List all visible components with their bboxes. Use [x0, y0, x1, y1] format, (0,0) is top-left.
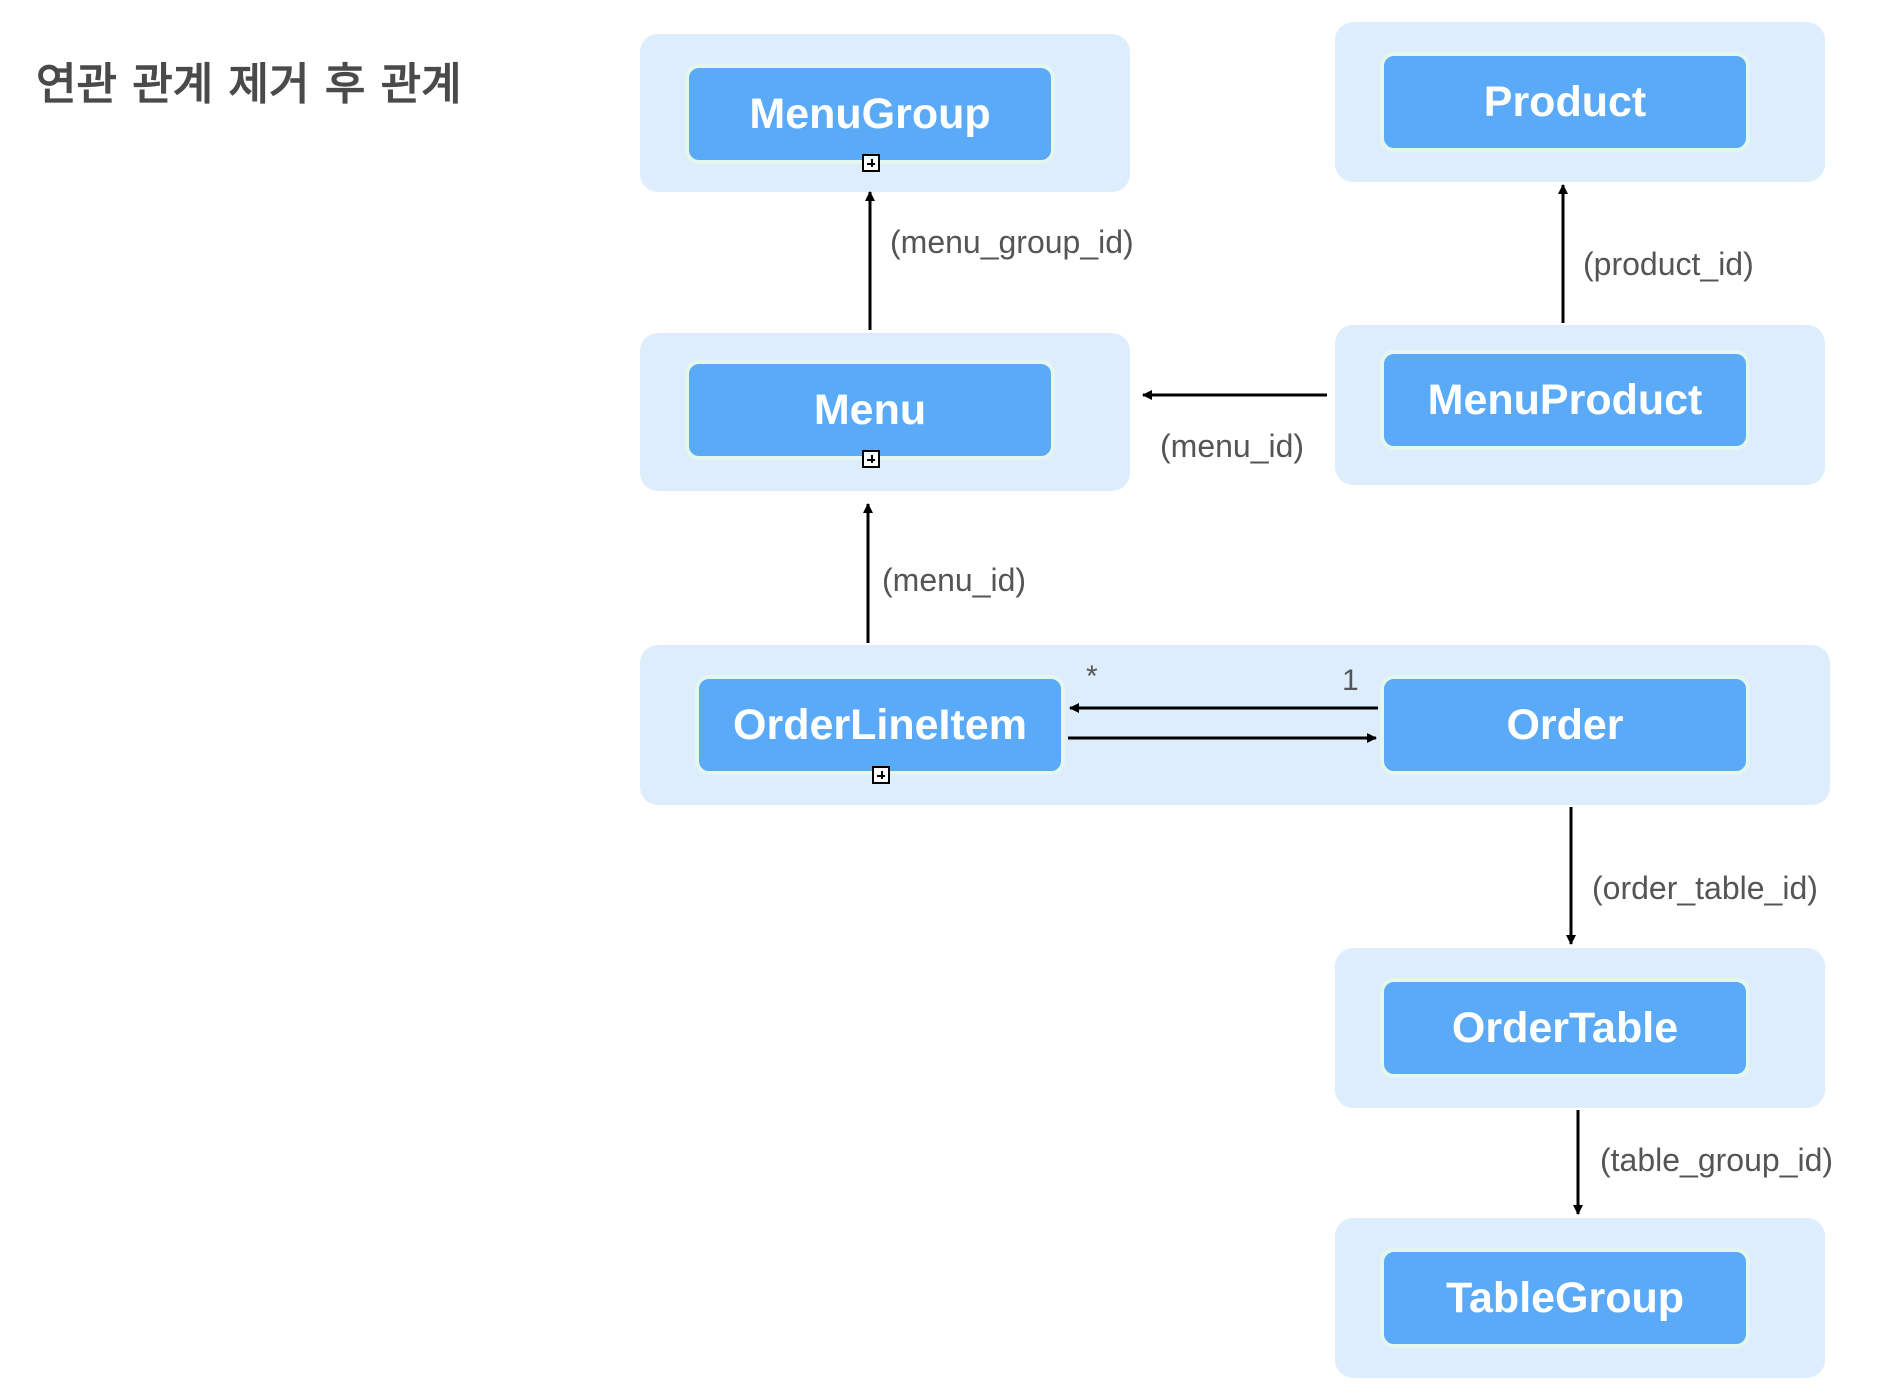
order-line-item-expand-icon[interactable]: [872, 766, 890, 784]
multiplicity-one: 1: [1342, 664, 1359, 697]
entity-order[interactable]: Order: [1380, 675, 1750, 775]
entity-order-line-item[interactable]: OrderLineItem: [695, 675, 1065, 775]
label-menu-group-id: (menu_group_id): [890, 224, 1134, 260]
multiplicity-many: *: [1086, 660, 1098, 693]
entity-menu-product[interactable]: MenuProduct: [1380, 350, 1750, 450]
label-menu-product-menu-id: (menu_id): [1160, 428, 1305, 464]
label-order-table-id: (order_table_id): [1592, 870, 1818, 906]
label-table-group-id: (table_group_id): [1600, 1142, 1834, 1178]
label-order-line-item-menu-id: (menu_id): [882, 562, 1027, 598]
label-product-id: (product_id): [1583, 246, 1754, 282]
entity-table-group[interactable]: TableGroup: [1380, 1248, 1750, 1348]
entity-product[interactable]: Product: [1380, 52, 1750, 152]
entity-menu-group[interactable]: MenuGroup: [685, 64, 1055, 164]
menu-expand-icon[interactable]: [862, 450, 880, 468]
diagram-title: 연관 관계 제거 후 관계: [36, 59, 462, 110]
entity-order-table[interactable]: OrderTable: [1380, 978, 1750, 1078]
menu-group-expand-icon[interactable]: [862, 154, 880, 172]
entity-menu[interactable]: Menu: [685, 360, 1055, 460]
